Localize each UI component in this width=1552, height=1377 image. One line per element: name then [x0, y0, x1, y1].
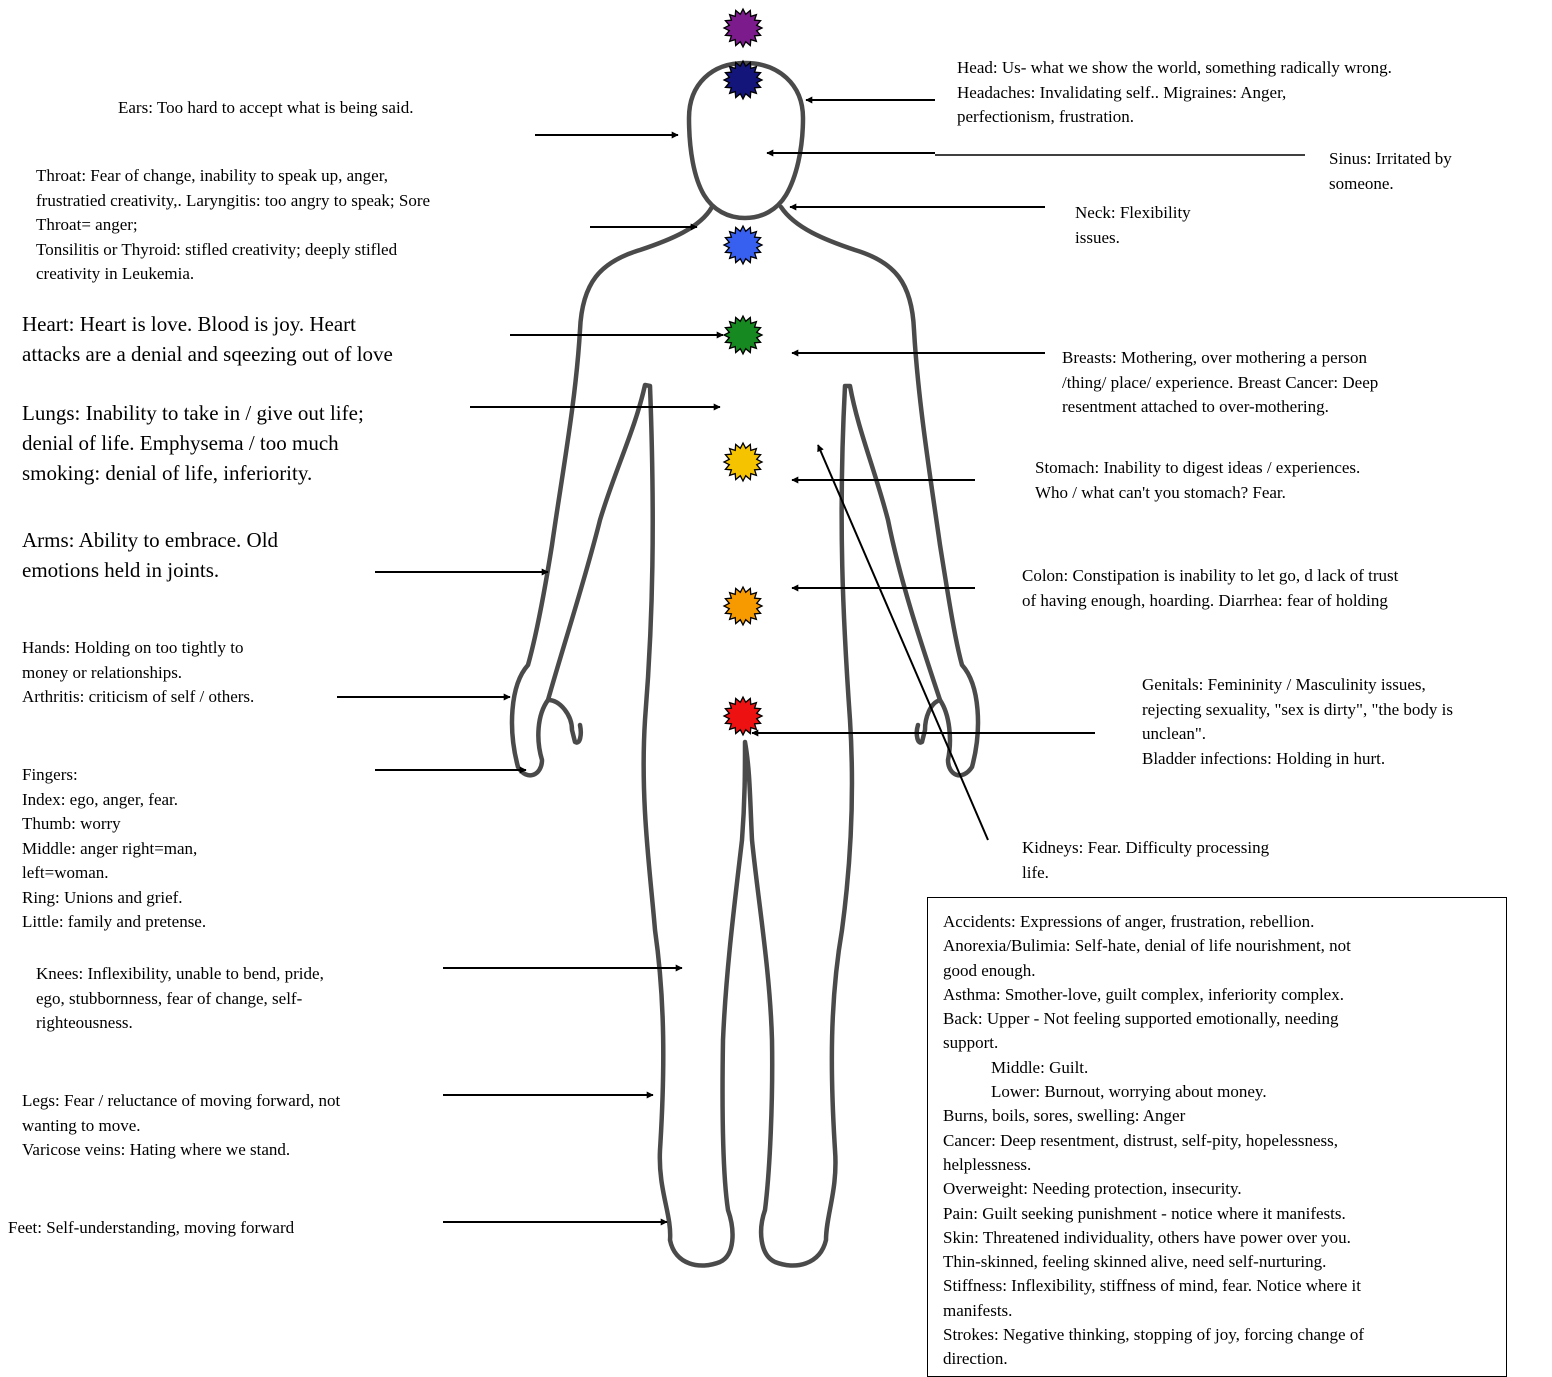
label-line: Feet: Self-understanding, moving forward — [8, 1216, 294, 1241]
left-thumb-gap — [548, 700, 581, 743]
chakra-throat — [724, 226, 762, 264]
label-line: wanting to move. — [22, 1114, 340, 1139]
legend-line: Back: Upper - Not feeling supported emot… — [943, 1007, 1506, 1031]
label-line: Varicose veins: Hating where we stand. — [22, 1138, 340, 1163]
label-line: creativity in Leukemia. — [36, 262, 430, 287]
conditions-legend: Accidents: Expressions of anger, frustra… — [927, 897, 1507, 1377]
label-line: Lungs: Inability to take in / give out l… — [22, 398, 364, 428]
legend-line: Cancer: Deep resentment, distrust, self-… — [943, 1129, 1506, 1153]
label-line: Index: ego, anger, fear. — [22, 788, 206, 813]
label-line: of having enough, hoarding. Diarrhea: fe… — [1022, 589, 1398, 614]
label-line: Sinus: Irritated by — [1329, 147, 1452, 172]
legend-line: Burns, boils, sores, swelling: Anger — [943, 1104, 1506, 1128]
chakra-root — [724, 697, 762, 735]
chakra-solar-plexus — [724, 443, 762, 481]
label-line: Genitals: Femininity / Masculinity issue… — [1142, 673, 1453, 698]
label-line: Arthritis: criticism of self / others. — [22, 685, 254, 710]
label-line: Headaches: Invalidating self.. Migraines… — [957, 81, 1392, 106]
label-line: /thing/ place/ experience. Breast Cancer… — [1062, 371, 1378, 396]
label-head: Head: Us- what we show the world, someth… — [957, 56, 1392, 130]
label-line: Neck: Flexibility — [1075, 201, 1191, 226]
chakra-crown — [724, 9, 762, 47]
label-legs: Legs: Fear / reluctance of moving forwar… — [22, 1089, 340, 1163]
label-line: Head: Us- what we show the world, someth… — [957, 56, 1392, 81]
label-line: unclean". — [1142, 722, 1453, 747]
legend-line: support. — [943, 1031, 1506, 1055]
label-colon: Colon: Constipation is inability to let … — [1022, 564, 1398, 613]
label-heart: Heart: Heart is love. Blood is joy. Hear… — [22, 309, 393, 369]
label-line: Little: family and pretense. — [22, 910, 206, 935]
label-line: ego, stubbornness, fear of change, self- — [36, 987, 324, 1012]
label-line: Kidneys: Fear. Difficulty processing — [1022, 836, 1269, 861]
label-line: smoking: denial of life, inferiority. — [22, 458, 364, 488]
label-line: emotions held in joints. — [22, 555, 278, 585]
legend-line: Anorexia/Bulimia: Self-hate, denial of l… — [943, 934, 1506, 958]
legend-line: Thin-skinned, feeling skinned alive, nee… — [943, 1250, 1506, 1274]
label-lungs: Lungs: Inability to take in / give out l… — [22, 398, 364, 488]
label-line: Bladder infections: Holding in hurt. — [1142, 747, 1453, 772]
label-feet: Feet: Self-understanding, moving forward — [8, 1216, 294, 1241]
label-line: Heart: Heart is love. Blood is joy. Hear… — [22, 309, 393, 339]
chakra-heart — [724, 316, 762, 354]
legend-line: Strokes: Negative thinking, stopping of … — [943, 1323, 1506, 1347]
label-line: Breasts: Mothering, over mothering a per… — [1062, 346, 1378, 371]
label-line: rejecting sexuality, "sex is dirty", "th… — [1142, 698, 1453, 723]
legend-line: Lower: Burnout, worrying about money. — [943, 1080, 1506, 1104]
label-line: Colon: Constipation is inability to let … — [1022, 564, 1398, 589]
label-line: money or relationships. — [22, 661, 254, 686]
legend-line: direction. — [943, 1347, 1506, 1371]
legend-line: Middle: Guilt. — [943, 1056, 1506, 1080]
label-line: Who / what can't you stomach? Fear. — [1035, 481, 1360, 506]
label-ears: Ears: Too hard to accept what is being s… — [118, 96, 413, 121]
legend-line: good enough. — [943, 959, 1506, 983]
label-line: Hands: Holding on too tightly to — [22, 636, 254, 661]
label-line: Thumb: worry — [22, 812, 206, 837]
label-line: denial of life. Emphysema / too much — [22, 428, 364, 458]
label-line: Throat: Fear of change, inability to spe… — [36, 164, 430, 189]
label-line: someone. — [1329, 172, 1452, 197]
label-genitals: Genitals: Femininity / Masculinity issue… — [1142, 673, 1453, 771]
legend-line: Stiffness: Inflexibility, stiffness of m… — [943, 1274, 1506, 1298]
legend-line: Skin: Threatened individuality, others h… — [943, 1226, 1506, 1250]
label-stomach: Stomach: Inability to digest ideas / exp… — [1035, 456, 1360, 505]
legend-line: Accidents: Expressions of anger, frustra… — [943, 910, 1506, 934]
label-line: Ring: Unions and grief. — [22, 886, 206, 911]
label-line: Stomach: Inability to digest ideas / exp… — [1035, 456, 1360, 481]
label-line: issues. — [1075, 226, 1191, 251]
chakra-points — [724, 9, 762, 735]
label-line: attacks are a denial and sqeezing out of… — [22, 339, 393, 369]
chakra-third-eye — [724, 61, 762, 99]
label-line: Arms: Ability to embrace. Old — [22, 525, 278, 555]
label-line: frustratied creativity,. Laryngitis: too… — [36, 189, 430, 214]
label-line: resentment attached to over-mothering. — [1062, 395, 1378, 420]
label-knees: Knees: Inflexibility, unable to bend, pr… — [36, 962, 324, 1036]
legend-line: Asthma: Smother-love, guilt complex, inf… — [943, 983, 1506, 1007]
label-line: Throat= anger; — [36, 213, 430, 238]
label-line: Fingers: — [22, 763, 206, 788]
label-line: Legs: Fear / reluctance of moving forwar… — [22, 1089, 340, 1114]
legend-line: manifests. — [943, 1299, 1506, 1323]
label-line: Knees: Inflexibility, unable to bend, pr… — [36, 962, 324, 987]
label-line: left=woman. — [22, 861, 206, 886]
label-line: life. — [1022, 861, 1269, 886]
label-throat: Throat: Fear of change, inability to spe… — [36, 164, 430, 287]
label-line: righteousness. — [36, 1011, 324, 1036]
label-line: Middle: anger right=man, — [22, 837, 206, 862]
label-line: Ears: Too hard to accept what is being s… — [118, 96, 413, 121]
label-line: Tonsilitis or Thyroid: stifled creativit… — [36, 238, 430, 263]
legend-line: helplessness. — [943, 1153, 1506, 1177]
label-line: perfectionism, frustration. — [957, 105, 1392, 130]
label-fingers: Fingers:Index: ego, anger, fear.Thumb: w… — [22, 763, 206, 935]
legend-line: Pain: Guilt seeking punishment - notice … — [943, 1202, 1506, 1226]
label-breasts: Breasts: Mothering, over mothering a per… — [1062, 346, 1378, 420]
chakra-sacral — [724, 587, 762, 625]
legend-line: Overweight: Needing protection, insecuri… — [943, 1177, 1506, 1201]
